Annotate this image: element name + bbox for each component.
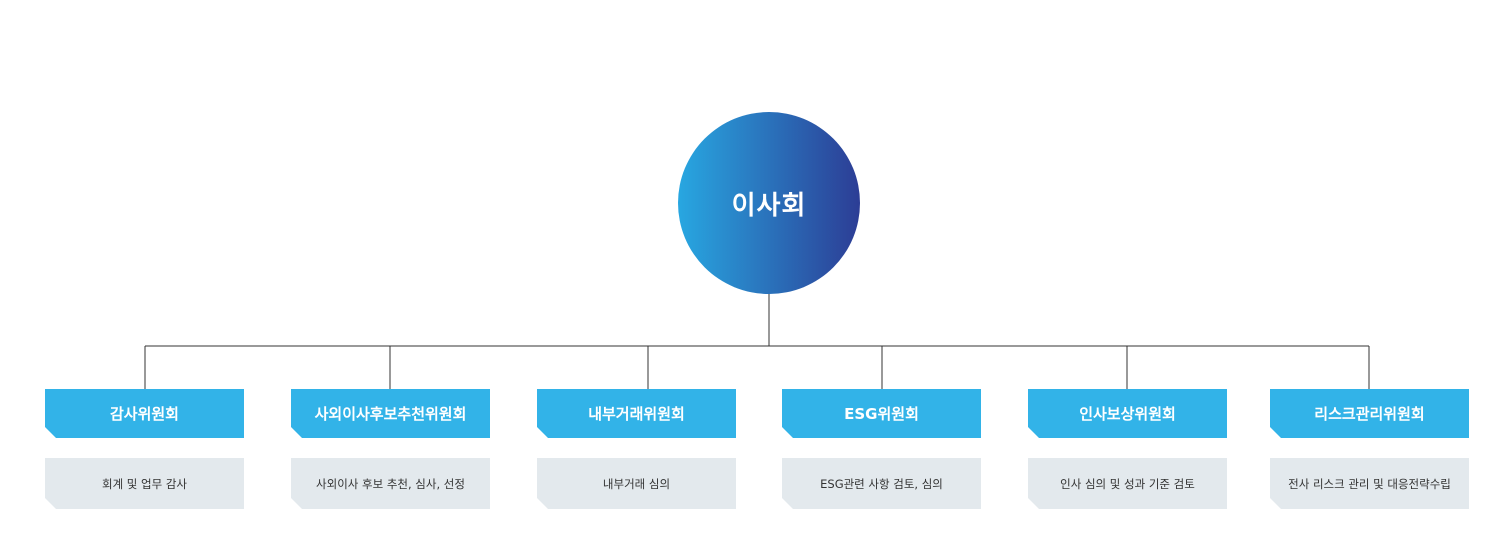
committee-name: ESG위원회: [844, 405, 919, 423]
committee-description: 회계 및 업무 감사: [101, 476, 188, 491]
committee-description-box: 사외이사 후보 추천, 심사, 선정: [291, 458, 490, 509]
committee-description-box: ESG관련 사항 검토, 심의: [782, 458, 981, 509]
committee-esg: ESG위원회 ESG관련 사항 검토, 심의: [782, 389, 981, 509]
committee-description: 전사 리스크 관리 및 대응전략수립: [1288, 476, 1451, 491]
committee-internal-transaction: 내부거래위원회 내부거래 심의: [537, 389, 736, 509]
committee-description-box: 인사 심의 및 성과 기준 검토: [1028, 458, 1227, 509]
committee-name: 사외이사후보추천위원회: [314, 405, 467, 423]
committee-description: 내부거래 심의: [602, 476, 671, 491]
committee-description: ESG관련 사항 검토, 심의: [820, 476, 943, 491]
committee-header: 사외이사후보추천위원회: [291, 389, 490, 438]
committee-name: 리스크관리위원회: [1314, 405, 1425, 423]
committee-description-box: 내부거래 심의: [537, 458, 736, 509]
committee-description: 사외이사 후보 추천, 심사, 선정: [316, 476, 465, 491]
committee-description: 인사 심의 및 성과 기준 검토: [1060, 476, 1195, 491]
committee-name: 내부거래위원회: [588, 405, 685, 423]
committee-header: 인사보상위원회: [1028, 389, 1227, 438]
committee-name: 인사보상위원회: [1079, 405, 1176, 423]
committee-header: 감사위원회: [45, 389, 244, 438]
committee-name: 감사위원회: [109, 405, 179, 423]
committee-description-box: 회계 및 업무 감사: [45, 458, 244, 509]
committee-hr-compensation: 인사보상위원회 인사 심의 및 성과 기준 검토: [1028, 389, 1227, 509]
committee-header: 내부거래위원회: [537, 389, 736, 438]
committee-outside-director-nomination: 사외이사후보추천위원회 사외이사 후보 추천, 심사, 선정: [291, 389, 490, 509]
committee-audit: 감사위원회 회계 및 업무 감사: [45, 389, 244, 509]
board-title: 이사회: [731, 190, 807, 221]
committee-header: 리스크관리위원회: [1270, 389, 1469, 438]
committee-description-box: 전사 리스크 관리 및 대응전략수립: [1270, 458, 1469, 509]
committee-risk-management: 리스크관리위원회 전사 리스크 관리 및 대응전략수립: [1270, 389, 1469, 509]
committee-header: ESG위원회: [782, 389, 981, 438]
board-node: 이사회: [678, 112, 860, 294]
